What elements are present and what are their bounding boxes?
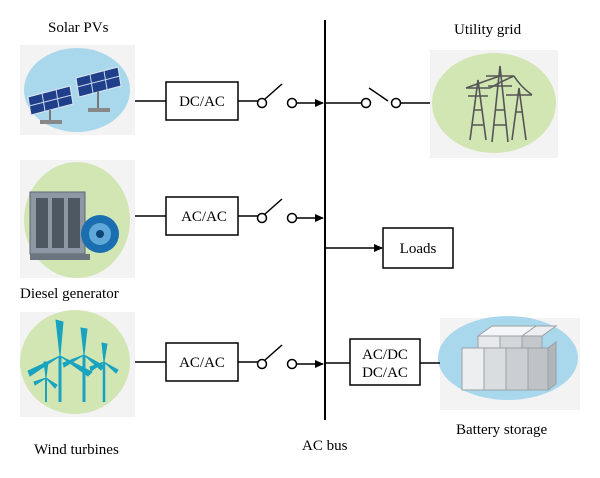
grid-label: Utility grid bbox=[454, 22, 522, 38]
loads-box bbox=[382, 227, 454, 269]
wind-label: Wind turbines bbox=[34, 442, 119, 458]
diesel-converter-label: AC/AC bbox=[181, 209, 227, 225]
battery-pack-icon bbox=[438, 316, 580, 410]
solar-label: Solar PVs bbox=[48, 20, 109, 36]
wind-bg bbox=[20, 310, 130, 414]
diesel-converter-box bbox=[165, 196, 239, 236]
battery-converter-box bbox=[349, 338, 421, 386]
solar-converter-label: DC/AC bbox=[179, 94, 225, 110]
wind-converter-box bbox=[165, 342, 239, 382]
diesel-generator-icon bbox=[20, 160, 135, 278]
transmission-tower-icon bbox=[430, 50, 558, 158]
solar-converter-box bbox=[165, 81, 239, 121]
solar-bg bbox=[24, 48, 130, 132]
solar-panel-icon bbox=[20, 45, 135, 135]
battery-converter-label-1: AC/DC bbox=[362, 347, 408, 363]
battery-converter-label-2: DC/AC bbox=[362, 365, 408, 381]
loads-label: Loads bbox=[400, 241, 437, 257]
diesel-label: Diesel generator bbox=[20, 286, 119, 302]
wind-converter-label: AC/AC bbox=[179, 355, 225, 371]
grid-bg bbox=[432, 53, 556, 153]
battery-label: Battery storage bbox=[456, 422, 548, 438]
bus-label: AC bus bbox=[302, 438, 348, 454]
wind-turbine-icon bbox=[20, 310, 135, 417]
